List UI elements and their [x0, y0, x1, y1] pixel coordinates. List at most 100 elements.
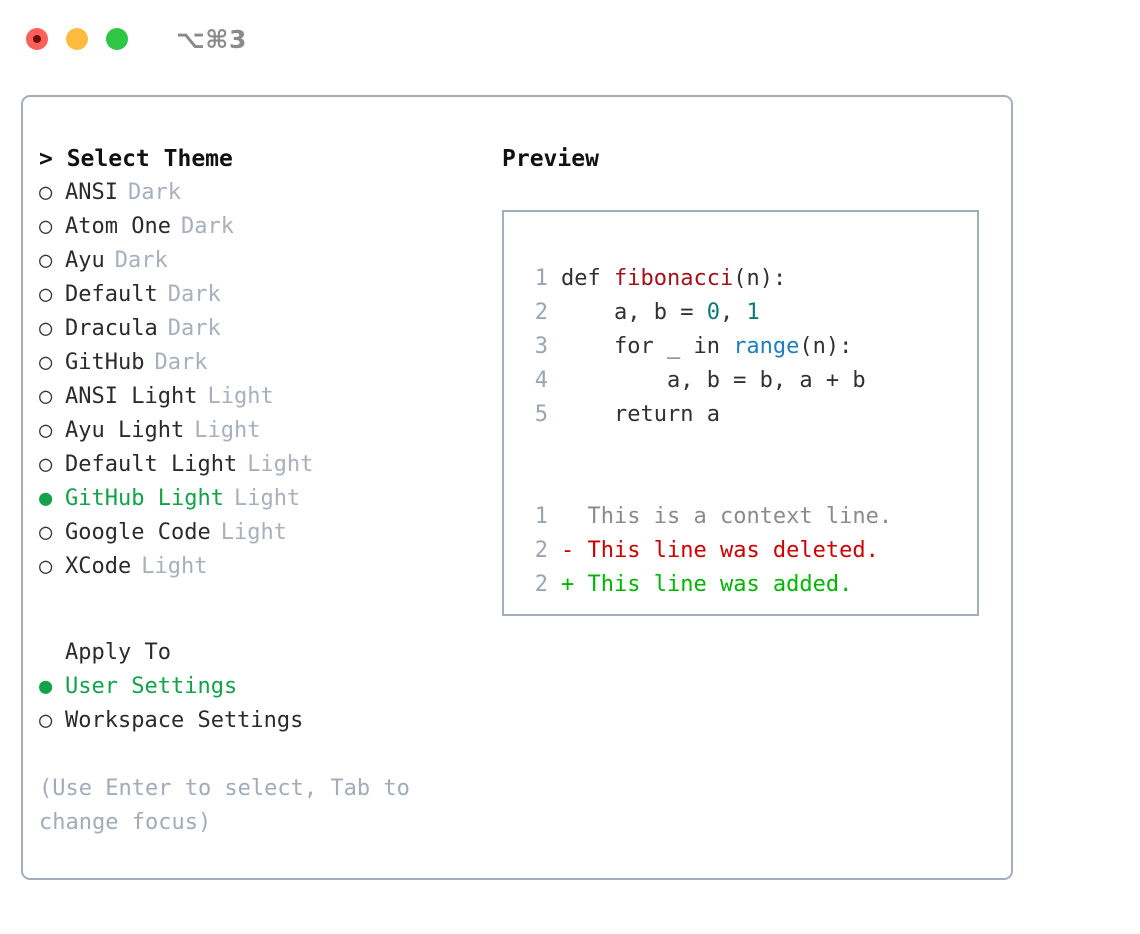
- code-token: a, b =: [561, 300, 707, 325]
- theme-name: ANSI Light: [65, 384, 198, 409]
- diff-line-deleted: 2 - This line was deleted.: [522, 534, 977, 568]
- theme-variant-tag: Light: [141, 554, 208, 579]
- theme-list-item[interactable]: ○ Atom One Dark: [39, 210, 469, 244]
- code-token: (n):: [733, 266, 787, 291]
- theme-list-item[interactable]: ○ Default Light Light: [39, 448, 469, 482]
- code-token-number: 0: [706, 300, 720, 325]
- diff-text: This line was added.: [587, 572, 853, 597]
- code-token-number: 1: [746, 300, 760, 325]
- diff-line-added: 2 + This line was added.: [522, 568, 977, 602]
- theme-name: Google Code: [65, 520, 211, 545]
- diff-marker: +: [561, 572, 588, 597]
- theme-list-item[interactable]: ○ ANSI Light Light: [39, 380, 469, 414]
- close-button[interactable]: [26, 28, 48, 50]
- apply-to-list: ● User Settings ○ Workspace Settings: [39, 670, 469, 738]
- theme-variant-tag: Dark: [154, 350, 208, 375]
- radio-icon[interactable]: ○: [39, 452, 53, 477]
- line-number: 2: [534, 538, 548, 563]
- preview-header: Preview: [502, 146, 599, 172]
- theme-name: Atom One: [65, 214, 171, 239]
- theme-list-item[interactable]: ○ GitHub Dark: [39, 346, 469, 380]
- theme-name: Default Light: [65, 452, 238, 477]
- code-line: 1 def fibonacci(n):: [522, 262, 977, 296]
- theme-list-item[interactable]: ○ Dracula Dark: [39, 312, 469, 346]
- theme-variant-tag: Dark: [180, 214, 234, 239]
- keyboard-hint-text: (Use Enter to select, Tab to change focu…: [39, 776, 410, 835]
- radio-icon[interactable]: ○: [39, 350, 53, 375]
- theme-name: Ayu: [65, 248, 105, 273]
- apply-to-label: Workspace Settings: [65, 708, 304, 733]
- spacer: [39, 584, 469, 636]
- preview-column: Preview 1 def fibonacci(n): 2 a, b = 0, …: [502, 142, 992, 616]
- code-token: a, b = b, a + b: [561, 368, 866, 393]
- select-theme-header: > Select Theme: [39, 146, 233, 172]
- line-number: 1: [534, 266, 548, 291]
- theme-name: XCode: [65, 554, 132, 579]
- theme-list-item[interactable]: ○ Ayu Light Light: [39, 414, 469, 448]
- theme-name: GitHub: [65, 350, 145, 375]
- radio-icon[interactable]: ○: [39, 248, 53, 273]
- theme-name: Default: [65, 282, 158, 307]
- theme-variant-tag: Light: [233, 486, 301, 511]
- theme-variant-tag: Dark: [167, 282, 221, 307]
- radio-icon[interactable]: ○: [39, 384, 53, 409]
- radio-icon[interactable]: ○: [39, 418, 53, 443]
- apply-to-item-selected[interactable]: ● User Settings: [39, 670, 469, 704]
- maximize-button[interactable]: [106, 28, 128, 50]
- code-token: return a: [561, 402, 720, 427]
- minimize-button[interactable]: [66, 28, 88, 50]
- keyboard-shortcut-label: ⌥⌘3: [176, 24, 247, 54]
- apply-to-header: Apply To: [65, 640, 171, 665]
- window-controls: [26, 28, 128, 50]
- theme-variant-tag: Light: [247, 452, 314, 477]
- theme-variant-tag: Light: [207, 384, 274, 409]
- line-number: 3: [534, 334, 548, 359]
- theme-name: Dracula: [65, 316, 158, 341]
- code-token: def: [561, 266, 614, 291]
- theme-name: Ayu Light: [65, 418, 185, 443]
- theme-list-item[interactable]: ○ Default Dark: [39, 278, 469, 312]
- preview-box: 1 def fibonacci(n): 2 a, b = 0, 1 3 for …: [502, 210, 979, 616]
- radio-icon[interactable]: ○: [39, 214, 53, 239]
- code-token: for _ in: [561, 334, 734, 359]
- theme-name: ANSI: [65, 180, 118, 205]
- radio-icon[interactable]: ○: [39, 282, 53, 307]
- radio-icon[interactable]: ○: [39, 180, 53, 205]
- theme-list-item[interactable]: ○ ANSI Dark: [39, 176, 469, 210]
- apply-to-item[interactable]: ○ Workspace Settings: [39, 704, 469, 738]
- line-number: 5: [534, 402, 548, 427]
- code-token-function: fibonacci: [613, 266, 734, 291]
- code-line: 2 a, b = 0, 1: [522, 296, 977, 330]
- theme-list-item[interactable]: ○ Google Code Light: [39, 516, 469, 550]
- apply-to-label: User Settings: [65, 674, 238, 699]
- theme-variant-tag: Light: [194, 418, 261, 443]
- code-line: 3 for _ in range(n):: [522, 330, 977, 364]
- title-bar: ⌥⌘3: [0, 0, 1140, 78]
- diff-text: This is a context line.: [587, 504, 893, 529]
- theme-variant-tag: Dark: [114, 248, 168, 273]
- line-number: 2: [534, 572, 548, 597]
- radio-icon[interactable]: ○: [39, 554, 53, 579]
- diff-marker: -: [561, 538, 588, 563]
- code-line: 5 return a: [522, 398, 977, 432]
- radio-icon[interactable]: ○: [39, 520, 53, 545]
- theme-variant-tag: Light: [220, 520, 287, 545]
- theme-list-item[interactable]: ○ Ayu Dark: [39, 244, 469, 278]
- line-number: 4: [534, 368, 548, 393]
- code-token-call: range: [733, 334, 800, 359]
- radio-icon-selected[interactable]: ●: [39, 486, 53, 511]
- code-token: ,: [719, 300, 747, 325]
- radio-icon[interactable]: ○: [39, 316, 53, 341]
- line-number: 2: [534, 300, 548, 325]
- theme-list-item-selected[interactable]: ● GitHub Light Light: [39, 482, 469, 516]
- spacer: [522, 466, 977, 500]
- theme-picker-column: > Select Theme ○ ANSI Dark ○ Atom One Da…: [39, 142, 469, 840]
- radio-icon[interactable]: ○: [39, 708, 53, 733]
- theme-variant-tag: Dark: [167, 316, 221, 341]
- theme-list-item[interactable]: ○ XCode Light: [39, 550, 469, 584]
- radio-icon-selected[interactable]: ●: [39, 674, 53, 699]
- code-token: (n):: [799, 334, 853, 359]
- code-line: 4 a, b = b, a + b: [522, 364, 977, 398]
- diff-text: This line was deleted.: [587, 538, 879, 563]
